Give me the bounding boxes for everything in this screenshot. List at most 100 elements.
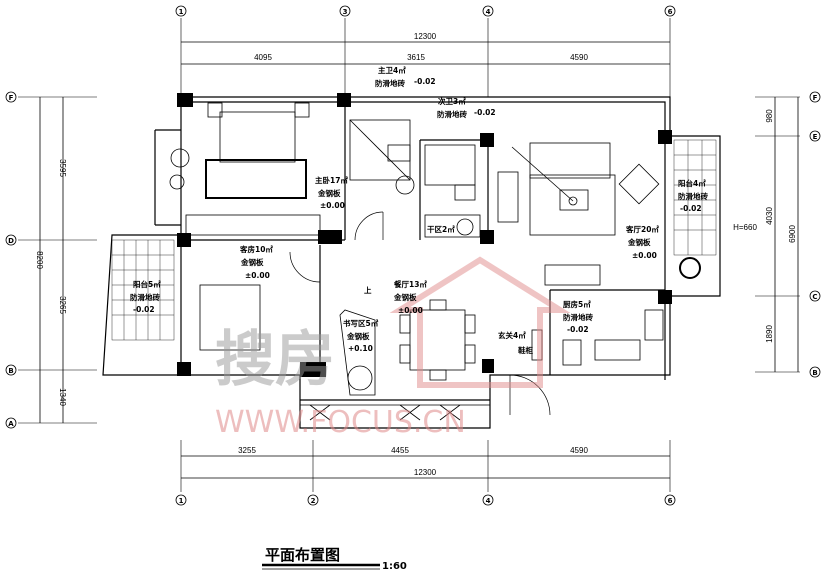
axis-label-left: F xyxy=(9,94,14,102)
dimension-lines xyxy=(39,41,799,479)
axis-label-top: 1 xyxy=(179,8,184,16)
dim-right-segment: 980 xyxy=(765,109,774,123)
doors xyxy=(289,211,551,416)
master-bed xyxy=(219,111,296,163)
axis-label-top: 3 xyxy=(343,8,348,16)
room-floor: 防滑地砖 xyxy=(375,78,405,88)
dim-right-segment: 4030 xyxy=(765,207,774,225)
room-floor: 金钢板 xyxy=(393,292,417,302)
room-name: 客厅20㎡ xyxy=(625,224,659,234)
room-level: -0.02 xyxy=(474,108,496,117)
room-floor: 金钢板 xyxy=(317,188,341,198)
sofa xyxy=(529,142,611,179)
axis-label-bottom: 4 xyxy=(486,497,491,505)
drawing-scale: 1:60 xyxy=(382,561,407,572)
room-name: 厨房5㎡ xyxy=(563,299,591,309)
room-floor: 金钢板 xyxy=(240,257,264,267)
axis-label-top: 4 xyxy=(486,8,491,16)
axis-label-right: C xyxy=(812,293,817,301)
drawing-title: 平面布置图 xyxy=(265,546,340,564)
guest-bed xyxy=(199,284,261,351)
railing-height: H=660 xyxy=(733,223,757,232)
axis-label-bottom: 6 xyxy=(668,497,673,505)
watermark-brand: 搜房 xyxy=(215,325,335,395)
coffee-table xyxy=(529,174,616,236)
axis-label-left: B xyxy=(8,367,13,375)
axis-label-right: B xyxy=(812,369,817,377)
dim-bottom-segment: 4455 xyxy=(391,446,409,455)
room-name: 餐厅13㎡ xyxy=(393,279,427,289)
room-name: 鞋柜 xyxy=(518,345,533,355)
room-level: -0.02 xyxy=(567,325,589,334)
axis-label-top: 6 xyxy=(668,8,673,16)
dim-right-segment: 1890 xyxy=(765,325,774,343)
dim-left-segment: 3265 xyxy=(58,296,67,314)
watermark-url: WWW.FOCUS.CN xyxy=(215,405,466,440)
room-floor: 防滑地砖 xyxy=(678,191,708,201)
room-floor: 防滑地砖 xyxy=(563,312,593,322)
axis-label-bottom: 2 xyxy=(311,497,316,505)
dim-right-total: 6900 xyxy=(788,225,797,243)
room-name: 干区2㎡ xyxy=(427,224,455,234)
room-name: 主卫4㎡ xyxy=(378,65,406,75)
room-level: -0.02 xyxy=(133,305,155,314)
dry-area xyxy=(424,214,481,238)
wardrobe xyxy=(185,214,321,236)
dim-top-segment: 4590 xyxy=(570,53,588,62)
room-name: 书写区5㎡ xyxy=(343,318,379,328)
dim-left-segment: 3595 xyxy=(58,159,67,177)
dim-left-total: 8200 xyxy=(35,251,44,269)
plant xyxy=(679,257,701,279)
fridge xyxy=(562,339,582,366)
tv-cabinet xyxy=(544,264,601,286)
stair-label: 上 xyxy=(364,285,372,295)
dim-top-segment: 4095 xyxy=(254,53,272,62)
columns xyxy=(177,93,672,377)
axis-label-left: A xyxy=(8,420,14,428)
axis-label-right: E xyxy=(813,133,818,141)
room-name: 次卫3㎡ xyxy=(438,96,466,106)
stove xyxy=(594,339,641,361)
room-name: 主卧17㎡ xyxy=(315,175,348,185)
room-level: +0.10 xyxy=(348,344,373,353)
toilet xyxy=(387,144,411,162)
room-floor: 金钢板 xyxy=(627,237,651,247)
dim-left-segment: 1340 xyxy=(58,388,67,406)
room-level: ±0.00 xyxy=(320,201,345,210)
dim-top-total: 12300 xyxy=(414,32,437,41)
bed-rug xyxy=(205,159,307,199)
dim-bottom-segment: 4590 xyxy=(570,446,588,455)
room-level: ±0.00 xyxy=(632,251,657,260)
room-floor: 防滑地砖 xyxy=(130,292,160,302)
room-level: -0.02 xyxy=(680,204,702,213)
room-labels: 主卫4㎡ 防滑地砖 -0.02 次卫3㎡ 防滑地砖 -0.02 主卧17㎡ 金钢… xyxy=(130,65,708,355)
sink xyxy=(644,309,664,341)
room-floor: 金钢板 xyxy=(346,331,370,341)
furniture xyxy=(169,102,701,421)
nightstand xyxy=(294,102,310,118)
axis-label-bottom: 1 xyxy=(179,497,184,505)
axis-bubbles xyxy=(5,5,821,506)
armchair xyxy=(618,163,660,205)
study-chair xyxy=(347,365,373,391)
dim-bottom-total: 12300 xyxy=(414,468,437,477)
basin xyxy=(395,175,415,195)
room-name: 玄关4㎡ xyxy=(498,330,526,340)
watermark: 搜房 WWW.FOCUS.CN xyxy=(215,256,571,440)
axis-label-right: F xyxy=(813,94,818,102)
walls xyxy=(102,96,721,429)
balcony-tiles xyxy=(111,139,717,341)
room-level: ±0.00 xyxy=(398,306,423,315)
room-level: -0.02 xyxy=(414,77,436,86)
room-level: ±0.00 xyxy=(245,271,270,280)
armchair xyxy=(497,171,519,223)
toilet xyxy=(454,184,476,201)
room-floor: 防滑地砖 xyxy=(437,109,467,119)
dim-bottom-segment: 3255 xyxy=(238,446,256,455)
room-name: 阳台5㎡ xyxy=(133,279,161,289)
axis-label-left: D xyxy=(8,237,14,245)
room-name: 阳台4㎡ xyxy=(678,178,706,188)
room-name: 客房10㎡ xyxy=(239,244,273,254)
dim-top-segment: 3615 xyxy=(407,53,425,62)
